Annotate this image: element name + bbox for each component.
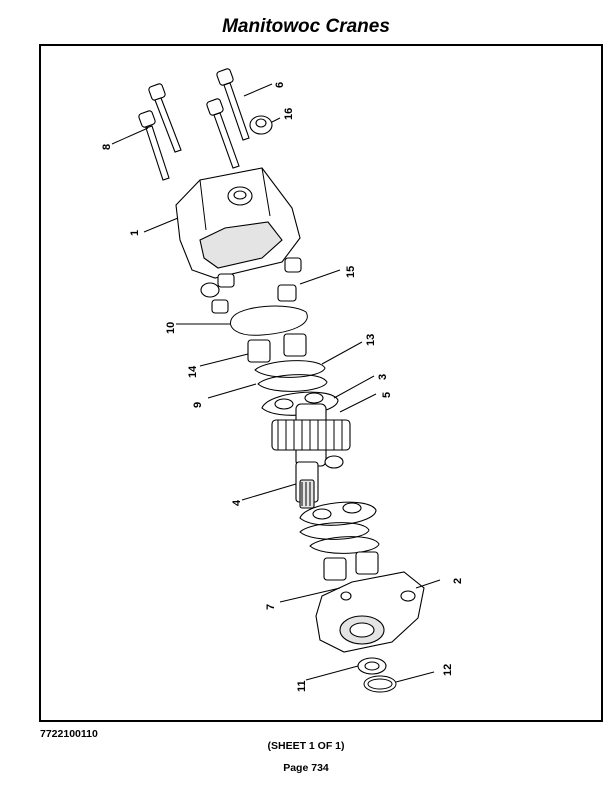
callout-12: 12 bbox=[442, 664, 454, 676]
callout-4: 4 bbox=[231, 499, 243, 506]
callout-2: 2 bbox=[452, 578, 464, 584]
bushings-part-15 bbox=[200, 257, 302, 314]
bearings-part-14 bbox=[247, 333, 307, 363]
callout-10: 10 bbox=[165, 322, 177, 334]
bolt-part-6 bbox=[206, 68, 250, 169]
callout-9: 9 bbox=[192, 402, 204, 408]
leader-lines bbox=[111, 83, 441, 683]
lower-wear-plate bbox=[299, 501, 380, 554]
callout-16: 16 bbox=[283, 108, 295, 120]
callout-7: 7 bbox=[265, 604, 277, 610]
retaining-ring-part-12 bbox=[363, 675, 397, 693]
document-number: 7722100110 bbox=[40, 728, 98, 740]
plug-part-16 bbox=[249, 115, 273, 135]
drive-shaft-part-4 bbox=[295, 461, 319, 509]
page-number: Page 734 bbox=[283, 762, 329, 774]
gears-part-5 bbox=[271, 403, 351, 469]
bolt-part-8 bbox=[138, 83, 182, 181]
o-ring-part-10 bbox=[230, 305, 308, 336]
callout-15: 15 bbox=[345, 266, 357, 278]
callout-5: 5 bbox=[381, 392, 393, 398]
drawing-frame bbox=[39, 44, 603, 722]
housing-part-1 bbox=[175, 167, 301, 279]
callout-13: 13 bbox=[365, 334, 377, 346]
sheet-label: (SHEET 1 OF 1) bbox=[267, 740, 345, 752]
callout-3: 3 bbox=[377, 374, 389, 380]
callout-11: 11 bbox=[296, 680, 308, 692]
callout-1: 1 bbox=[129, 230, 141, 236]
lower-bearings bbox=[323, 551, 379, 581]
callout-6: 6 bbox=[274, 82, 286, 88]
callout-14: 14 bbox=[187, 365, 199, 378]
seal-part-9 bbox=[257, 374, 328, 392]
callout-8: 8 bbox=[101, 144, 113, 150]
page-header-title: Manitowoc Cranes bbox=[222, 16, 390, 37]
flange-part-2 bbox=[315, 571, 425, 653]
shaft-seal-part-11 bbox=[357, 657, 387, 675]
